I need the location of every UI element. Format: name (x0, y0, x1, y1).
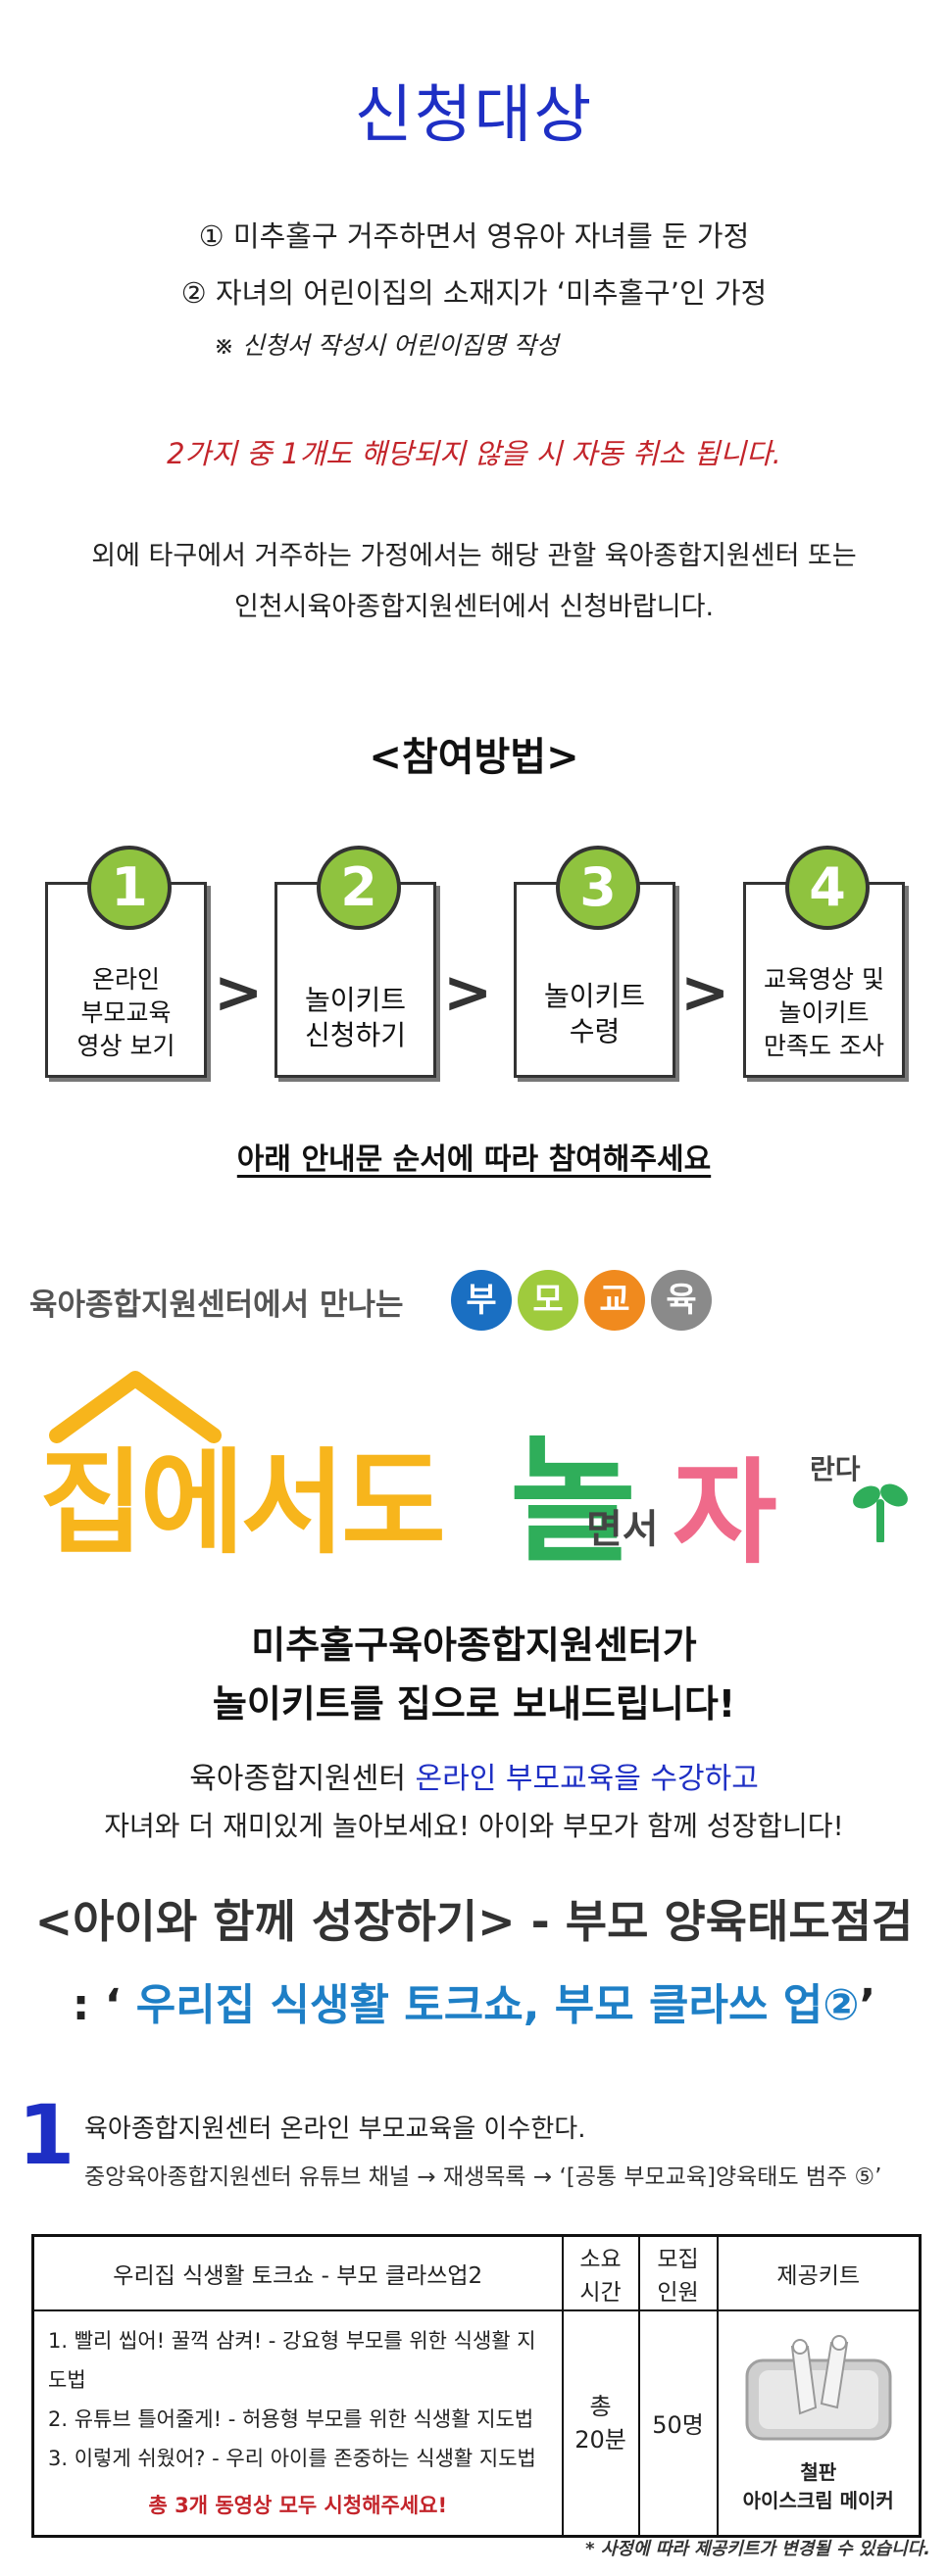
circle-bu: 부 (451, 1270, 512, 1331)
kit-change-footnote: * 사정에 따라 제공키트가 변경될 수 있습니다. (585, 2539, 930, 2559)
other-district-info-2: 인천시육아종합지원센터에서 신청바랍니다. (233, 592, 715, 622)
step-4: 4 교육영상 및 놀이키트 만족도 조사 (743, 846, 905, 1078)
circle-yuk: 육 (651, 1270, 712, 1331)
participation-guide: 아래 안내문 순서에 따라 참여해주세요 (236, 1142, 712, 1177)
education-path: 중앙육아종합지원센터 유튜브 채널 → 재생목록 → ‘[공통 부모교육]양육태… (84, 2164, 882, 2190)
video-list: 1. 빨리 씹어! 꿀꺽 삼켜! - 강요형 부모를 위한 식생활 지도법 2.… (31, 2309, 564, 2537)
circle-mo: 모 (518, 1270, 578, 1331)
step-1: 1 온라인 부모교육 영상 보기 (45, 846, 207, 1078)
kit-cell: 철판 아이스크림 메이커 (716, 2309, 922, 2537)
step-number: 3 (556, 846, 640, 930)
step-arrow-icon: > (680, 958, 730, 1027)
target-note: ※ 신청서 작성시 어린이집명 작성 (214, 331, 559, 360)
step-3: 3 놀이키트 수령 (514, 846, 675, 1078)
online-edu-text: 육아종합지원센터 온라인 부모교육을 수강하고 (189, 1762, 759, 1796)
target-item-2: ② 자녀의 어린이집의 소재지가 ‘미추홀구’인 가정 (180, 276, 768, 310)
banner-small-text-2: 란다 (810, 1453, 861, 1485)
circle-gyo: 교 (584, 1270, 645, 1331)
section-title-target: 신청대상 (354, 79, 594, 152)
kit-message-2: 놀이키트를 집으로 보내드립니다! (212, 1682, 736, 1725)
step-label: 온라인 부모교육 영상 보기 (76, 965, 175, 1060)
step-label: 놀이키트 수령 (543, 980, 646, 1047)
program-subheading: : ‘ 우리집 식생활 토크쇼, 부모 클라쓰 업②’ (72, 1980, 876, 2030)
duration-cell: 총 20분 (561, 2309, 640, 2537)
capacity-cell: 50명 (637, 2309, 719, 2537)
step-number: 4 (785, 846, 870, 930)
watch-all-note: 총 3개 동영상 모두 시청해주세요! (148, 2493, 448, 2517)
table-header-count: 모집 인원 (637, 2234, 719, 2311)
banner-big-text-1: 집에서도 (39, 1437, 446, 1570)
list-item: 3. 이렇게 쉬웠어? - 우리 아이를 존중하는 식생활 지도법 (48, 2446, 536, 2470)
kit-name-1: 철판 (800, 2459, 837, 2484)
banner-small-text-1: 면서 (586, 1507, 659, 1552)
step-number: 2 (317, 846, 401, 930)
list-item: 1. 빨리 씹어! 꿀꺽 삼켜! - 강요형 부모를 위한 식생활 지도법 (48, 2328, 536, 2392)
kit-message-1: 미추홀구육아종합지원센터가 (251, 1624, 697, 1667)
step-label: 교육영상 및 놀이키트 만족도 조사 (764, 965, 884, 1060)
step-label: 놀이키트 신청하기 (304, 984, 407, 1051)
banner-big-text-3: 자 (673, 1447, 777, 1580)
section-title-method: <참여방법> (369, 735, 579, 780)
step-arrow-icon: > (443, 958, 493, 1027)
cancel-warning: 2가지 중 1개도 해당되지 않을 시 자동 취소 됩니다. (167, 437, 781, 470)
program-heading: <아이와 함께 성장하기> - 부모 양육태도점검 (34, 1895, 914, 1948)
table-header-kit: 제공키트 (716, 2234, 922, 2311)
ice-cream-maker-icon (745, 2334, 892, 2440)
banner-lead-text: 육아종합지원센터에서 만나는 (29, 1288, 404, 1323)
kit-name-2: 아이스크림 메이커 (742, 2488, 894, 2512)
step-number: 1 (87, 846, 172, 930)
step-arrow-icon: > (214, 958, 264, 1027)
target-item-1: ① 미추홀구 거주하면서 영유아 자녀를 둔 가정 (198, 219, 750, 253)
list-item: 2. 유튜브 틀어줄게! - 허용형 부모를 위한 식생활 지도법 (48, 2406, 534, 2431)
education-step-number: 1 (18, 2087, 75, 2183)
sprout-icon (853, 1483, 908, 1542)
step-2: 2 놀이키트 신청하기 (274, 846, 436, 1078)
banner-big-text-2: 놀 (510, 1423, 636, 1582)
house-roof-icon (49, 1371, 222, 1443)
grow-together-text: 자녀와 더 재미있게 놀아보세요! 아이와 부모가 함께 성장합니다! (104, 1810, 844, 1842)
program-table: 우리집 식생활 토크쇼 - 부모 클라쓰업2 소요 시간 모집 인원 제공키트 … (31, 2234, 922, 2538)
other-district-info-1: 외에 타구에서 거주하는 가정에서는 해당 관할 육아종합지원센터 또는 (91, 541, 857, 571)
table-header-program: 우리집 식생활 토크쇼 - 부모 클라쓰업2 (31, 2234, 564, 2311)
table-header-time: 소요 시간 (561, 2234, 640, 2311)
education-instruction: 육아종합지원센터 온라인 부모교육을 이수한다. (84, 2114, 586, 2144)
